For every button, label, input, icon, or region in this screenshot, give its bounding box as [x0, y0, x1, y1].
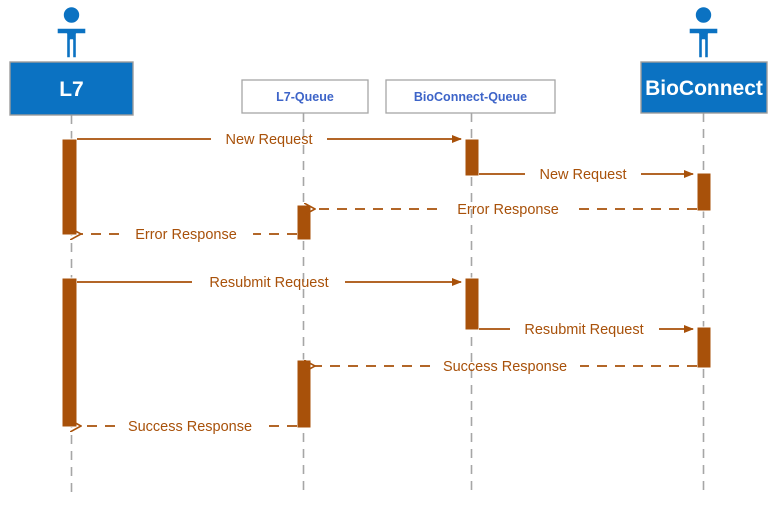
activation-bar-bioconnect-2	[696, 326, 712, 369]
message-label-8: Success Response	[128, 419, 252, 435]
message-4-error-response[interactable]: Error Response	[81, 227, 297, 243]
message-label-5: Resubmit Request	[209, 275, 328, 291]
message-7-success-response[interactable]: Success Response	[315, 359, 697, 375]
activation-bar-l7-2	[61, 277, 78, 428]
message-label-3: Error Response	[457, 202, 559, 218]
activation-bar-l7-1	[61, 138, 78, 236]
message-2-new-request[interactable]: New Request	[479, 167, 694, 183]
message-1-new-request[interactable]: New Request	[77, 132, 462, 148]
participant-box-bioconnect-queue[interactable]: BioConnect-Queue	[385, 79, 556, 114]
message-label-2: New Request	[539, 167, 626, 183]
activation-bar-l7-queue-1	[296, 204, 312, 241]
message-6-resubmit-request[interactable]: Resubmit Request	[479, 322, 694, 338]
participant-label-l7-queue: L7-Queue	[276, 90, 334, 104]
activation-bar-l7-queue-2	[296, 359, 312, 429]
message-3-error-response[interactable]: Error Response	[315, 202, 697, 218]
activation-bar-bioconnect-queue-1	[464, 138, 480, 177]
participant-label-bioconnect-queue: BioConnect-Queue	[414, 90, 527, 104]
activation-bars	[61, 138, 712, 429]
activation-bar-bioconnect-1	[696, 172, 712, 212]
activation-bar-bioconnect-queue-2	[464, 277, 480, 331]
participant-box-bioconnect[interactable]: BioConnect	[640, 61, 768, 114]
message-5-resubmit-request[interactable]: Resubmit Request	[77, 275, 462, 291]
participant-label-bioconnect: BioConnect	[645, 77, 763, 100]
participant-box-l7[interactable]: L7	[9, 61, 134, 116]
participant-box-l7-queue[interactable]: L7-Queue	[241, 79, 369, 114]
message-label-4: Error Response	[135, 227, 237, 243]
participant-label-l7: L7	[59, 78, 84, 101]
actor-figure-bioconnect	[688, 5, 719, 59]
message-label-6: Resubmit Request	[524, 322, 643, 338]
message-8-success-response[interactable]: Success Response	[81, 419, 297, 435]
actor-figure-l7	[56, 5, 87, 59]
message-label-1: New Request	[225, 132, 312, 148]
message-label-7: Success Response	[443, 359, 567, 375]
